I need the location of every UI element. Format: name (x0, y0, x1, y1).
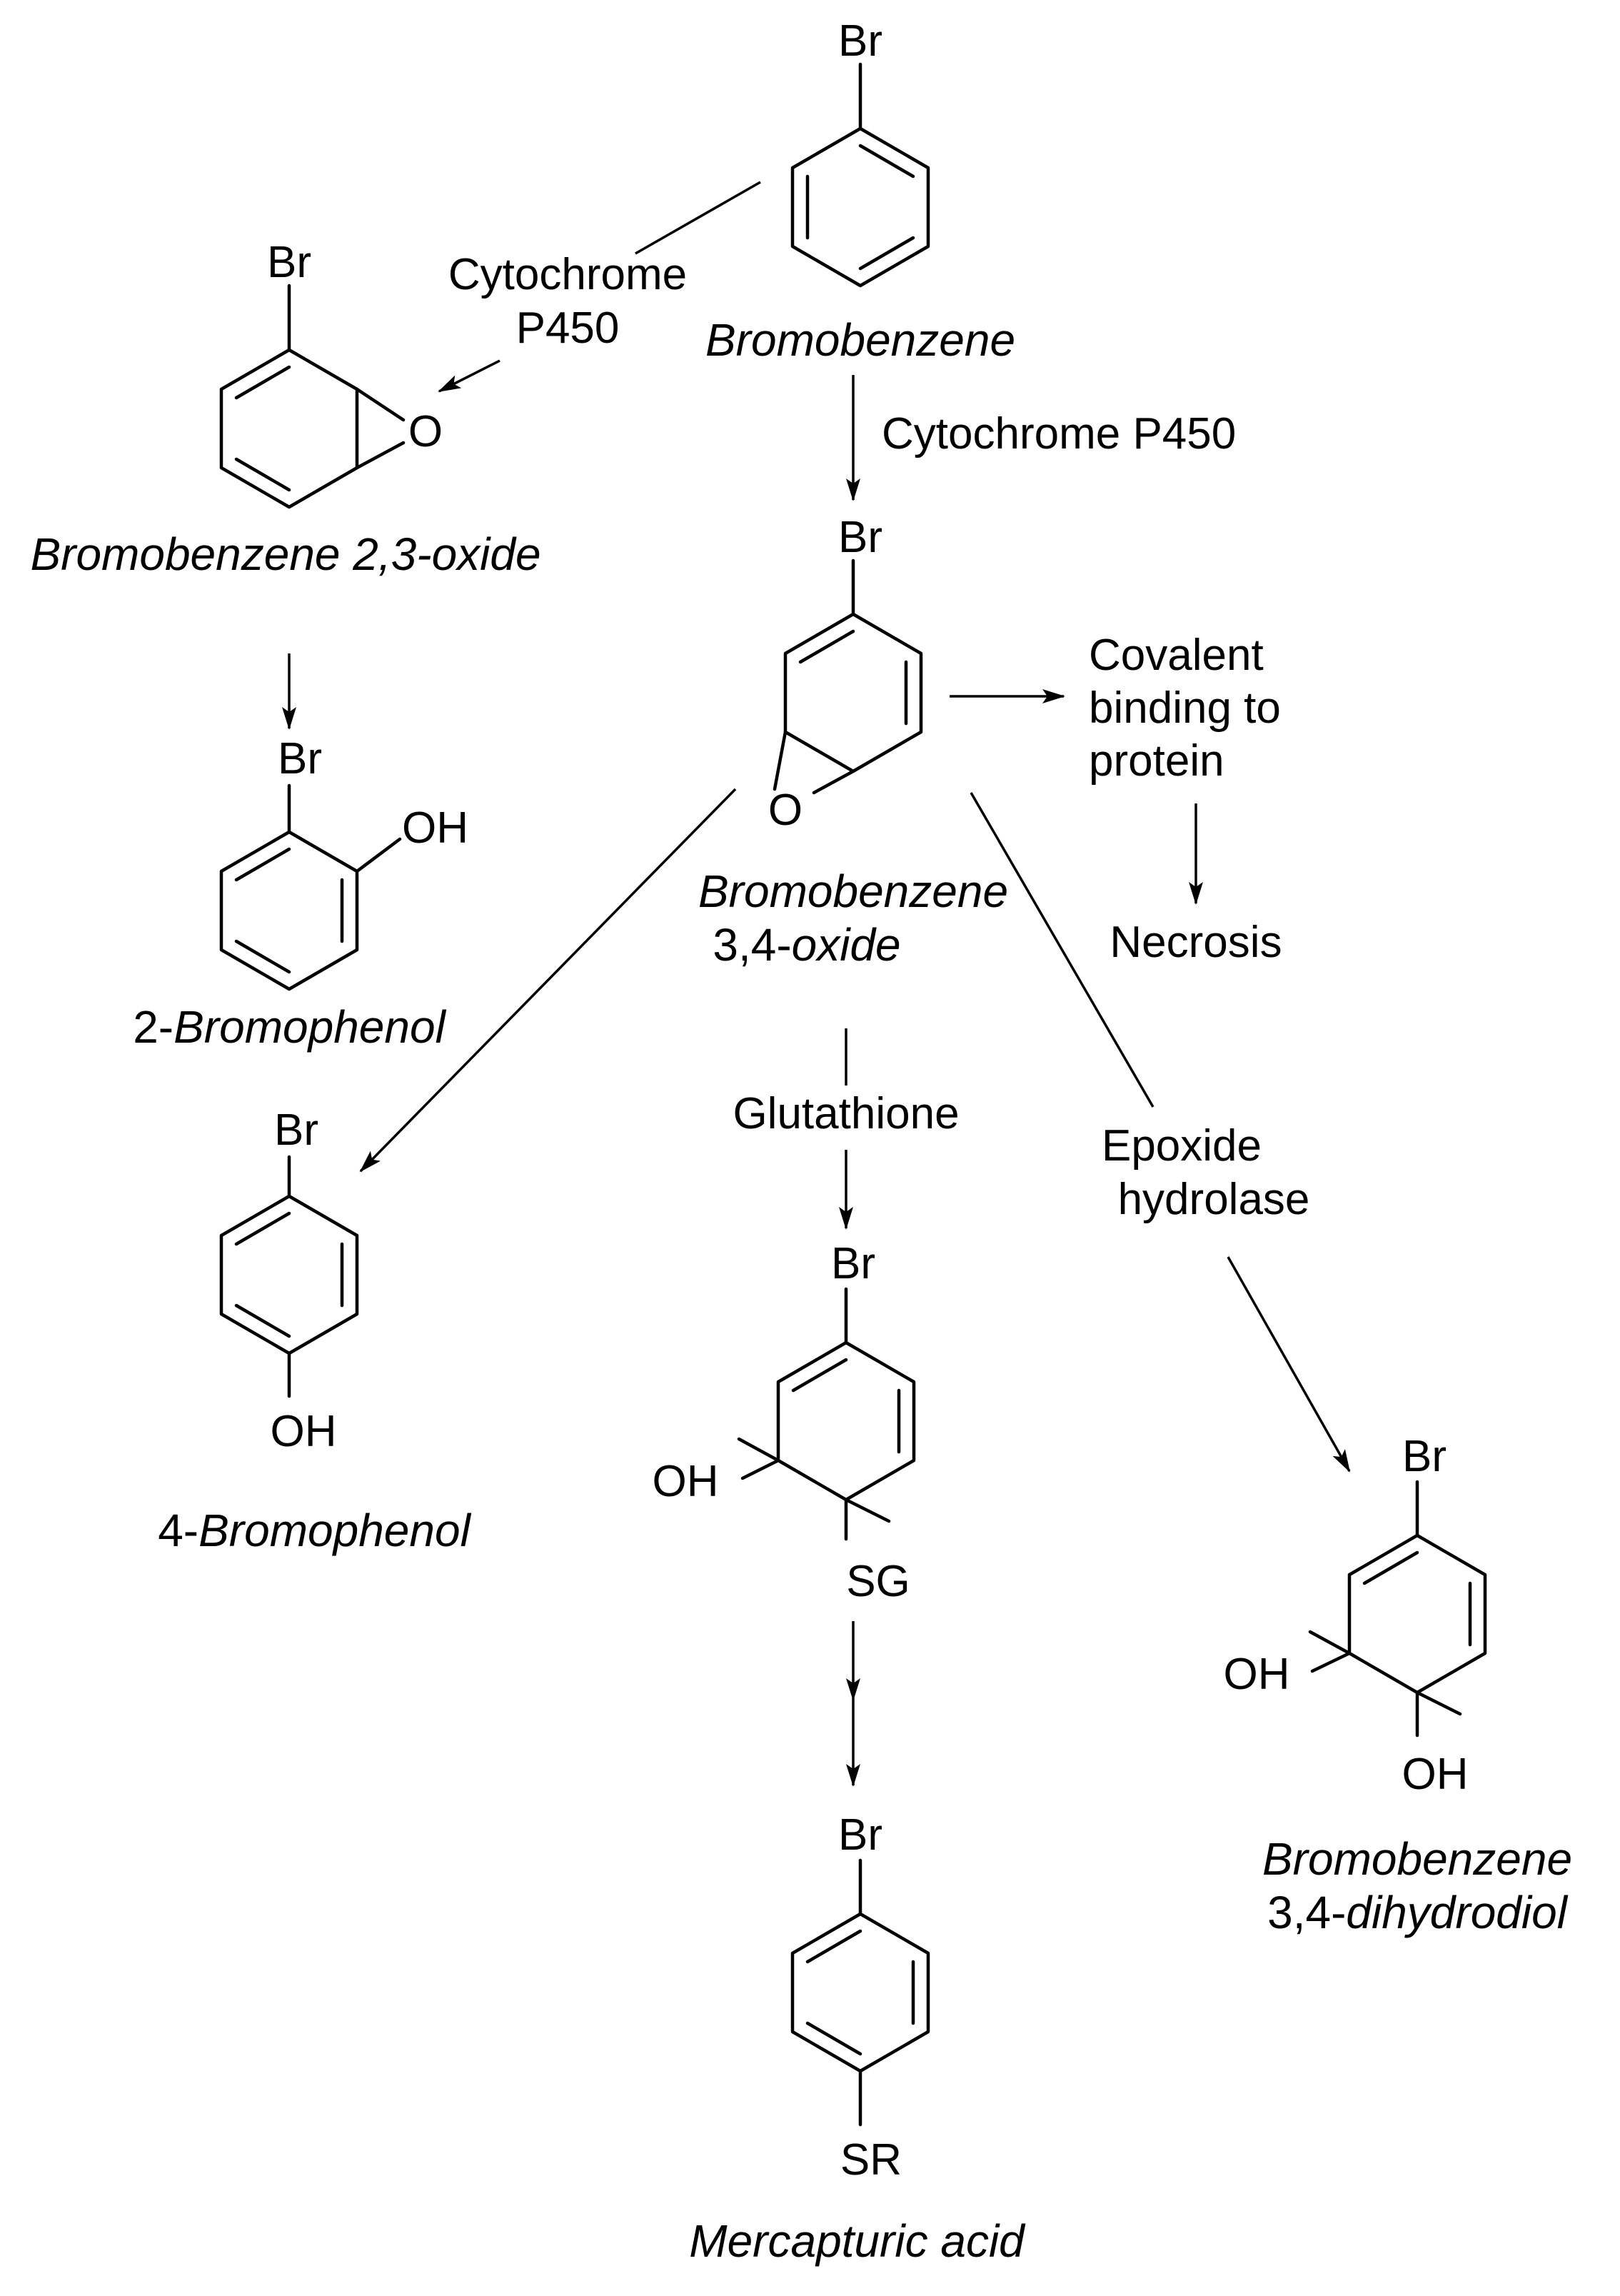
bromophenol4-name: 4-Bromophenol (158, 1505, 471, 1556)
mercapturic-sr-label: SR (840, 2135, 902, 2185)
dihydrodiol-br-label: Br (1402, 1432, 1447, 1481)
mercapturic-structure: Br SR (790, 1810, 930, 2185)
cyp-center-label: Cytochrome P450 (882, 409, 1236, 458)
epoxide-label-1: Epoxide (1102, 1121, 1262, 1170)
bromophenol2-br-label: Br (278, 734, 322, 783)
mercapturic-br-label: Br (838, 1810, 882, 1860)
oxide34-structure: Br O (768, 513, 923, 835)
bromophenol2-name: 2-Bromophenol (133, 1001, 446, 1053)
arrow-to-oxide23 (438, 359, 500, 393)
bromophenol4-oh-label: OH (271, 1407, 337, 1456)
bromobenzene-br-label: Br (838, 16, 882, 66)
dihydrodiol-structure: Br OH OH (1224, 1432, 1487, 1799)
arrow-to-4-bromophenol (359, 788, 737, 1173)
covalent-label-3: protein (1089, 736, 1224, 786)
cyp-left-label-2: P450 (516, 304, 620, 353)
bromophenol2-oh-label: OH (402, 803, 468, 853)
bromobenzene-name: Bromobenzene (705, 314, 1015, 366)
oxide23-structure: Br O (219, 238, 443, 509)
glutathione-label: Glutathione (733, 1089, 959, 1138)
dihydrodiol-oh1-label: OH (1224, 1650, 1290, 1699)
covalent-label-1: Covalent (1089, 631, 1264, 680)
bromophenol4-structure: Br OH (219, 1106, 359, 1456)
pathway-line-left (635, 181, 761, 255)
bromophenol2-structure: Br OH (219, 734, 468, 991)
dihydrodiol-name-2: 3,4-dihydrodiol (1267, 1887, 1569, 1938)
oxide34-name-2: 3,4-oxide (713, 919, 900, 971)
covalent-label-2: binding to (1089, 683, 1281, 733)
oxide23-o-label: O (408, 407, 443, 456)
dihydrodiol-oh2-label: OH (1402, 1750, 1469, 1799)
gsh-adduct-structure: Br OH SG (653, 1239, 916, 1606)
mercapturic-name: Mercapturic acid (689, 2215, 1026, 2267)
bromobenzene-structure: Br (790, 16, 930, 288)
dihydrodiol-name-1: Bromobenzene (1262, 1833, 1572, 1885)
cyp-left-label-1: Cytochrome (448, 250, 687, 299)
gsh-adduct-br-label: Br (831, 1239, 875, 1288)
oxide34-br-label: Br (838, 513, 882, 562)
necrosis-label: Necrosis (1110, 918, 1282, 967)
epoxide-label-2: hydrolase (1118, 1175, 1310, 1224)
epoxide-line (970, 792, 1154, 1108)
oxide23-name: Bromobenzene 2,3-oxide (30, 528, 540, 580)
oxide34-name-1: Bromobenzene (698, 866, 1008, 917)
gsh-adduct-sg-label: SG (846, 1557, 910, 1606)
oxide23-br-label: Br (267, 238, 311, 287)
bromophenol4-br-label: Br (274, 1106, 318, 1155)
arrow-to-dihydrodiol (1227, 1256, 1351, 1473)
gsh-adduct-oh-label: OH (653, 1457, 719, 1506)
oxide34-o-label: O (768, 786, 803, 835)
